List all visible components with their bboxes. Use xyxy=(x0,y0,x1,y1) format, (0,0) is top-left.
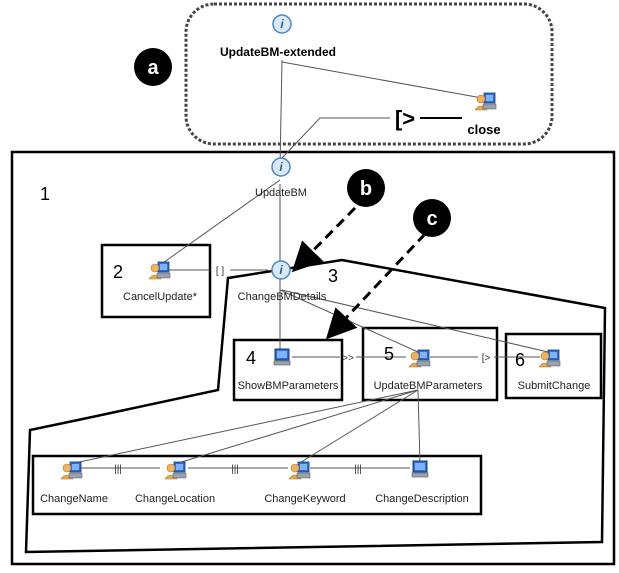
interleave-operator-3: ||| xyxy=(354,464,362,475)
update-bm-icon xyxy=(271,157,291,177)
change-keyword-label: ChangeKeyword xyxy=(264,493,345,505)
tree-lines xyxy=(69,59,549,469)
callout-b-label: b xyxy=(360,178,372,200)
close-user-icon xyxy=(474,92,497,111)
change-bm-details-icon xyxy=(271,260,291,280)
show-bm-parameters-computer-icon xyxy=(273,348,291,366)
show-bm-parameters-label: ShowBMParameters xyxy=(238,380,339,392)
region-6-border xyxy=(504,332,603,400)
region-number-4: 4 xyxy=(246,348,256,368)
callout-c-label: c xyxy=(426,208,437,230)
region-2-border xyxy=(100,243,212,319)
leaf-tasks-border xyxy=(31,454,483,516)
change-location-user-icon xyxy=(164,461,187,480)
disabling-operator-top: [> xyxy=(395,106,415,131)
submit-change-label: SubmitChange xyxy=(518,380,591,392)
cancel-update-user-icon xyxy=(148,261,171,280)
callout-b-arrow xyxy=(291,206,357,273)
update-bm-label: UpdateBM xyxy=(255,187,307,199)
update-bm-extended-icon xyxy=(272,14,292,34)
change-name-user-icon xyxy=(60,461,83,480)
region-5-border xyxy=(361,326,499,402)
extended-region-border xyxy=(184,2,554,146)
update-bm-parameters-user-icon xyxy=(408,349,431,368)
change-keyword-user-icon xyxy=(288,461,311,480)
enabling-operator: >> xyxy=(342,353,354,364)
change-location-label: ChangeLocation xyxy=(135,493,215,505)
region-number-2: 2 xyxy=(113,262,123,282)
callout-c-arrow xyxy=(325,232,427,340)
callout-a xyxy=(134,48,172,86)
interleave-operator-2: ||| xyxy=(231,464,239,475)
disabling-operator: [> xyxy=(482,353,491,364)
callout-c xyxy=(413,199,451,237)
interleave-operator-1: ||| xyxy=(114,464,122,475)
region-1-border xyxy=(10,150,616,566)
region-4-border xyxy=(232,338,344,402)
callout-b xyxy=(347,169,385,207)
region-number-3: 3 xyxy=(328,266,338,286)
change-description-computer-icon xyxy=(411,460,429,478)
region-number-6: 6 xyxy=(515,350,525,370)
change-description-label: ChangeDescription xyxy=(375,493,469,505)
update-bm-parameters-label: UpdateBMParameters xyxy=(374,380,483,392)
cancel-update-label: CancelUpdate* xyxy=(123,291,198,303)
region-3-border xyxy=(24,258,607,554)
choice-operator: [ ] xyxy=(216,266,225,277)
submit-change-user-icon xyxy=(538,349,561,368)
close-label: close xyxy=(467,122,500,137)
region-number-1: 1 xyxy=(40,184,50,204)
change-bm-details-label: ChangeBMDetails xyxy=(238,291,327,303)
update-bm-extended-label: UpdateBM-extended xyxy=(220,45,336,59)
region-number-5: 5 xyxy=(384,344,394,364)
change-name-label: ChangeName xyxy=(40,493,108,505)
callout-a-label: a xyxy=(147,57,159,79)
